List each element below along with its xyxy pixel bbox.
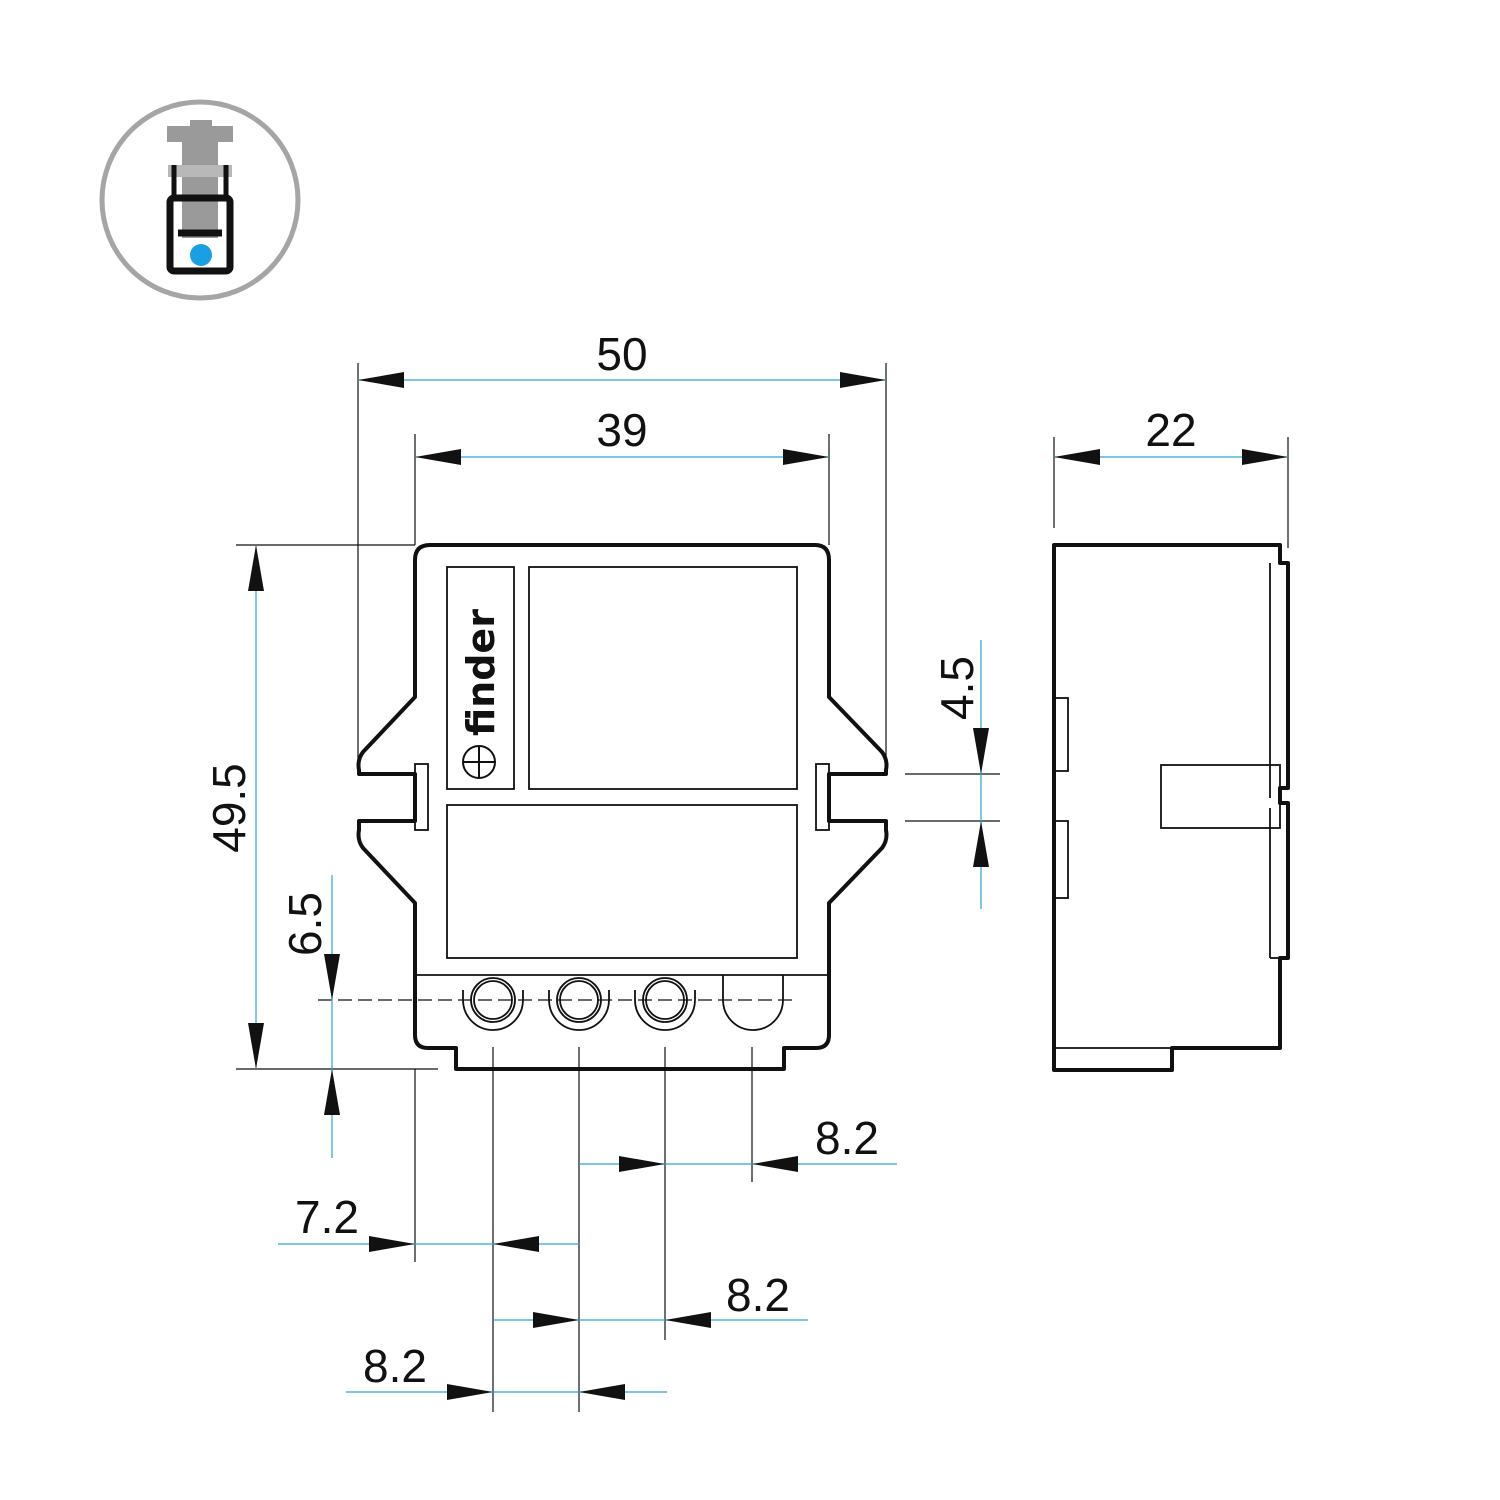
side-view	[1052, 543, 1290, 1072]
terminal-dot	[190, 244, 212, 266]
front-view: finder	[318, 543, 889, 1071]
dim-rail-slot: 4.5	[931, 656, 983, 720]
dim-pitch-a: 8.2	[815, 1112, 879, 1164]
dimension-lines	[255, 379, 1288, 1393]
lower-window	[446, 804, 798, 959]
extension-lines	[236, 363, 1289, 1412]
dimension-arrows	[248, 372, 1288, 1400]
upper-window	[528, 566, 798, 790]
brand-label-panel	[446, 566, 515, 790]
screw-terminal-icon	[99, 99, 301, 301]
dim-pitch-b: 8.2	[726, 1269, 790, 1321]
terminal-3	[634, 977, 696, 1031]
dim-depth: 22	[1145, 404, 1196, 456]
terminal-2	[548, 977, 610, 1031]
dim-terminal-offset-vertical: 6.5	[279, 892, 331, 956]
dim-overall-width: 50	[596, 328, 647, 380]
terminal-4-placeholder	[722, 975, 784, 1031]
terminal-1	[462, 977, 524, 1031]
dim-body-width: 39	[596, 404, 647, 456]
brand-logo-icon	[462, 745, 496, 779]
dim-height: 49.5	[203, 763, 255, 853]
dim-terminal-offset-horizontal: 7.2	[295, 1191, 359, 1243]
brand-text: finder	[459, 609, 503, 736]
dim-pitch-c: 8.2	[363, 1340, 427, 1392]
